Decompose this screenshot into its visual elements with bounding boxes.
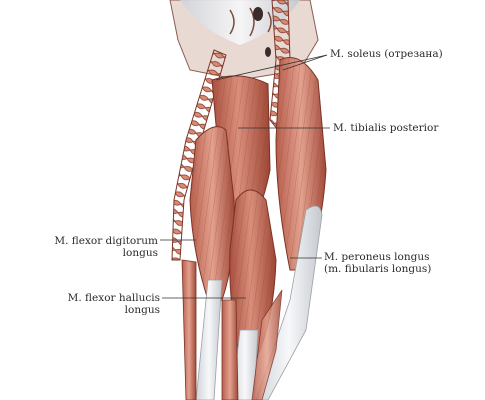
label-flexor-digitorum: M. flexor digitorum longus	[54, 235, 158, 259]
leader-soleus-2	[282, 54, 328, 71]
leader-soleus-1	[215, 54, 328, 81]
flexor-digitorum-tendon	[195, 279, 223, 400]
label-tibialis-posterior: M. tibialis posterior	[333, 122, 439, 134]
tendon-top	[180, 0, 300, 45]
label-flexor-hallucis: M. flexor hallucis longus	[67, 292, 160, 316]
label-peroneus-longus: M. peroneus longus (m. fibularis longus)	[324, 251, 432, 275]
label-soleus: M. soleus (отрезана)	[330, 48, 443, 60]
